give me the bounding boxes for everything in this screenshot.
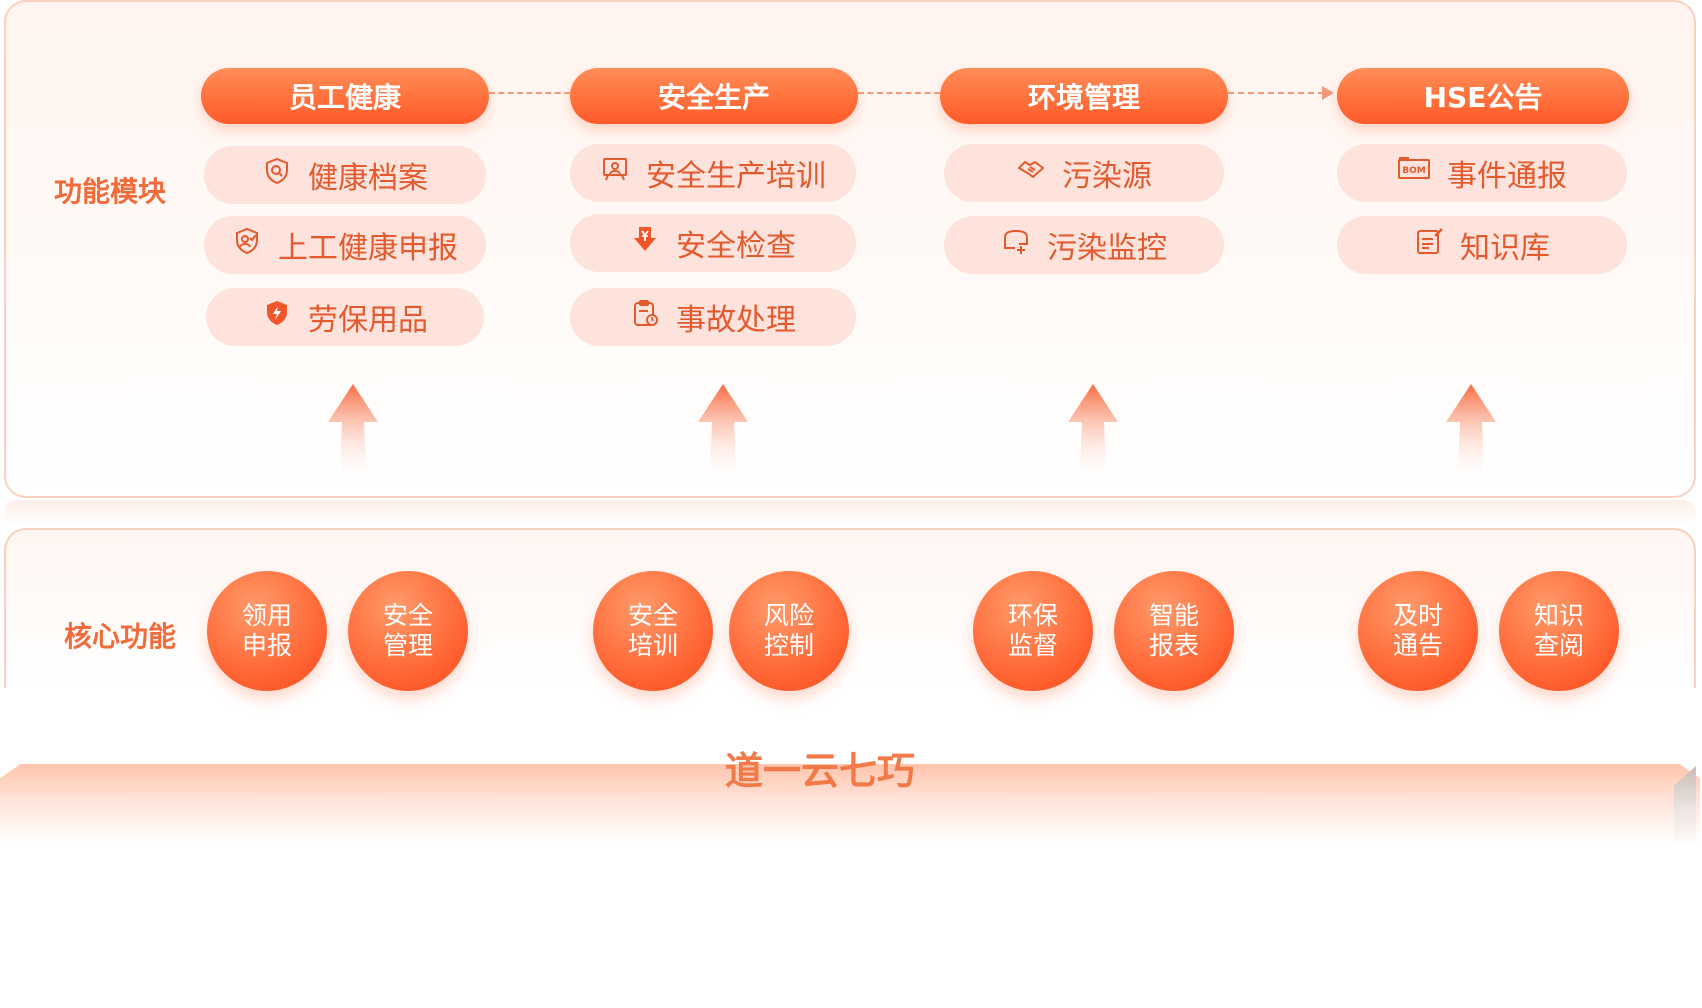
connector-line xyxy=(858,92,940,94)
item-label: 污染源 xyxy=(1062,159,1152,194)
core-circle-requisition-declaration[interactable]: 领用申报 xyxy=(207,571,327,691)
clipboard-clock-icon xyxy=(630,298,660,336)
circle-line: 及时 xyxy=(1392,601,1443,630)
core-circle-risk-control[interactable]: 风险控制 xyxy=(729,571,849,691)
circle-line: 安全 xyxy=(627,601,678,630)
circle-line: 知识 xyxy=(1533,601,1584,630)
item-pollution-monitoring[interactable]: 污染监控 xyxy=(944,216,1224,274)
connector-line xyxy=(1228,92,1324,94)
up-arrow-icon xyxy=(328,384,378,470)
header-safety-production[interactable]: 安全生产 xyxy=(570,68,858,124)
item-label: 劳保用品 xyxy=(308,303,428,338)
connector-line xyxy=(489,92,570,94)
shield-lightning-icon xyxy=(262,298,292,336)
notebook-edit-icon xyxy=(1414,226,1444,264)
up-arrow-icon xyxy=(1068,384,1118,470)
training-screen-icon xyxy=(600,154,630,192)
connector-arrow-icon xyxy=(1322,86,1334,100)
bom-card-icon: BOM xyxy=(1397,154,1431,192)
header-environment-management[interactable]: 环境管理 xyxy=(940,68,1228,124)
circle-line: 控制 xyxy=(763,631,814,660)
header-hse-announcement[interactable]: HSE公告 xyxy=(1337,68,1629,124)
monitor-plus-icon xyxy=(1001,226,1031,264)
inspection-arrow-icon xyxy=(630,224,660,262)
core-circle-environmental-supervision[interactable]: 环保监督 xyxy=(973,571,1093,691)
circle-line: 智能 xyxy=(1148,601,1199,630)
core-functions-label: 核心功能 xyxy=(64,620,177,653)
circle-line: 管理 xyxy=(382,631,433,660)
item-pollution-source[interactable]: 污染源 xyxy=(944,144,1224,202)
item-label: 健康档案 xyxy=(308,161,428,196)
item-label: 事故处理 xyxy=(676,303,796,338)
core-circle-timely-notice[interactable]: 及时通告 xyxy=(1358,571,1478,691)
item-health-records[interactable]: 健康档案 xyxy=(204,146,486,204)
circle-line: 风险 xyxy=(763,601,814,630)
item-label: 安全生产培训 xyxy=(646,159,826,194)
circle-line: 培训 xyxy=(627,631,678,660)
item-incident-notification[interactable]: BOM 事件通报 xyxy=(1337,144,1627,202)
item-label: 上工健康申报 xyxy=(278,231,458,266)
function-modules-label: 功能模块 xyxy=(54,175,167,208)
circle-line: 报表 xyxy=(1148,631,1199,660)
circle-line: 查阅 xyxy=(1533,631,1584,660)
item-knowledge-base[interactable]: 知识库 xyxy=(1337,216,1627,274)
header-employee-health[interactable]: 员工健康 xyxy=(201,68,489,124)
circle-line: 环保 xyxy=(1007,601,1058,630)
core-circle-smart-reports[interactable]: 智能报表 xyxy=(1114,571,1234,691)
shield-search-icon xyxy=(262,156,292,194)
up-arrow-icon xyxy=(698,384,748,470)
item-protective-supplies[interactable]: 劳保用品 xyxy=(206,288,484,346)
handshake-icon xyxy=(1016,154,1046,192)
item-safety-inspection[interactable]: 安全检查 xyxy=(570,214,856,272)
panel-divider xyxy=(4,500,1696,526)
platform-title: 道一云七巧 xyxy=(724,749,915,793)
shield-person-icon xyxy=(232,226,262,264)
core-circle-safety-training[interactable]: 安全培训 xyxy=(593,571,713,691)
item-label: 污染监控 xyxy=(1047,231,1167,266)
bom-card-text: BOM xyxy=(1402,166,1426,176)
circle-line: 监督 xyxy=(1007,631,1058,660)
circle-line: 安全 xyxy=(382,601,433,630)
core-circle-safety-management[interactable]: 安全管理 xyxy=(348,571,468,691)
item-label: 安全检查 xyxy=(676,229,796,264)
core-circle-knowledge-lookup[interactable]: 知识查阅 xyxy=(1499,571,1619,691)
circle-line: 通告 xyxy=(1392,631,1443,660)
up-arrow-icon xyxy=(1446,384,1496,470)
item-label: 事件通报 xyxy=(1447,159,1567,194)
circle-line: 领用 xyxy=(241,601,292,630)
item-accident-handling[interactable]: 事故处理 xyxy=(570,288,856,346)
item-label: 知识库 xyxy=(1460,231,1550,266)
item-safety-training[interactable]: 安全生产培训 xyxy=(570,144,856,202)
item-work-health-declaration[interactable]: 上工健康申报 xyxy=(204,216,486,274)
platform-base xyxy=(0,764,1700,844)
circle-line: 申报 xyxy=(241,631,292,660)
platform-base-side xyxy=(1674,766,1696,844)
